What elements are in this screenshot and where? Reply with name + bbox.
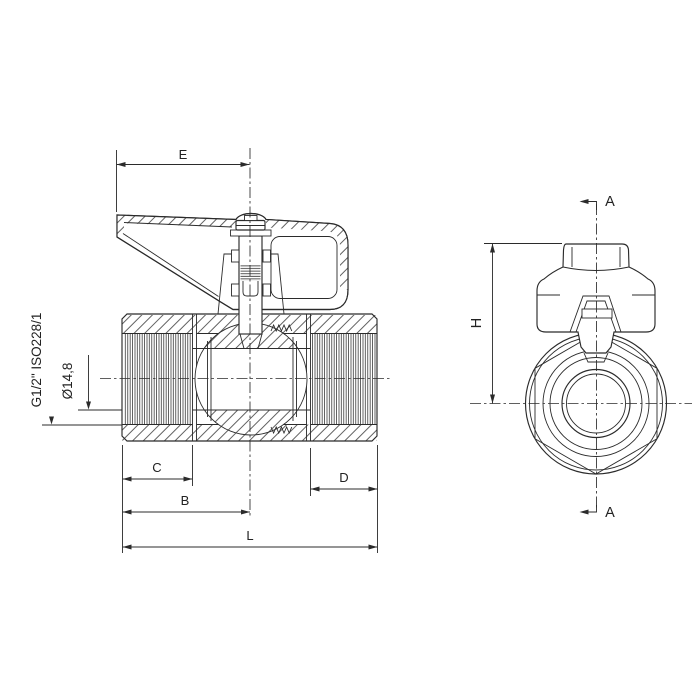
seat-spring-top [270,323,293,333]
handle-end-outline [536,243,656,354]
dim-label-c: C [152,460,161,475]
dimension-d: D [310,445,378,553]
thread-callout: G1/2" ISO228/1 [29,313,122,426]
bore-callout: Ø14,8 [60,355,122,411]
dimension-h: H [469,243,562,404]
section-marker-top: A [579,194,615,210]
handle-cap-shelf [562,266,630,271]
body-wall-hatch [310,315,377,334]
handle-cap-ribs [571,247,621,267]
dim-label-h: H [469,318,485,328]
callouts: G1/2" ISO228/1 Ø14,8 [29,313,122,426]
dimension-c: C [122,445,193,553]
packing-ring [262,283,271,297]
handle-inner-top-line [123,222,233,228]
section-markers: A A [579,194,615,521]
dim-label-d: D [339,470,348,485]
thread-callout-label: G1/2" ISO228/1 [29,313,44,408]
body-outline [121,313,378,442]
side-view [524,243,668,475]
seat-spring-bottom [270,425,293,435]
section-marker-bottom: A [579,505,615,521]
packing-ring [262,249,271,263]
end-bore-circle [566,373,626,434]
body-wall-hatch [122,424,192,441]
body-wall-hatch [310,424,377,441]
body-wall-hatch [122,315,192,334]
centerlines [100,148,692,516]
section-label-top: A [605,194,615,210]
dimension-b: B [122,493,250,515]
thread-bore-edges [122,333,377,425]
packing-ring [231,249,240,263]
port-bore-edges [192,348,311,411]
dim-label-b: B [181,493,190,508]
handle-inner-shell [270,236,338,299]
section-label-bottom: A [605,505,615,521]
dim-label-l: L [246,528,253,543]
left-port-thread [123,334,192,424]
front-view [116,212,378,442]
handle-web-window [581,308,613,319]
ball-bore-edges [211,348,293,411]
ball-circle [195,323,307,435]
handle-tip-hatch [117,215,124,237]
stem-nut-slot [244,215,258,221]
packing-ring [231,283,240,297]
dimension-l: L [122,528,378,550]
dimension-e: E [116,147,250,212]
handle-web-outer [569,295,622,333]
handle-inner-bottom-line [122,233,219,297]
dim-label-e: E [179,147,188,162]
valve-stem [217,215,285,335]
handle-top-wall-hatch-left [117,215,236,228]
handle-collar [583,352,609,363]
ball-seats [207,337,297,421]
stem-thread [240,264,261,281]
stem-tip [242,281,259,297]
stem-shaft [238,235,263,335]
handle-end-view [536,243,656,363]
stem-washer [230,229,272,237]
handle-outline-stroke [116,212,349,311]
ball-stem-slot [239,333,263,349]
right-port-thread [311,334,376,424]
bore-callout-label: Ø14,8 [60,363,75,400]
dimensions: E C D B L [116,147,562,553]
handle-right-wall-hatch [328,223,348,290]
